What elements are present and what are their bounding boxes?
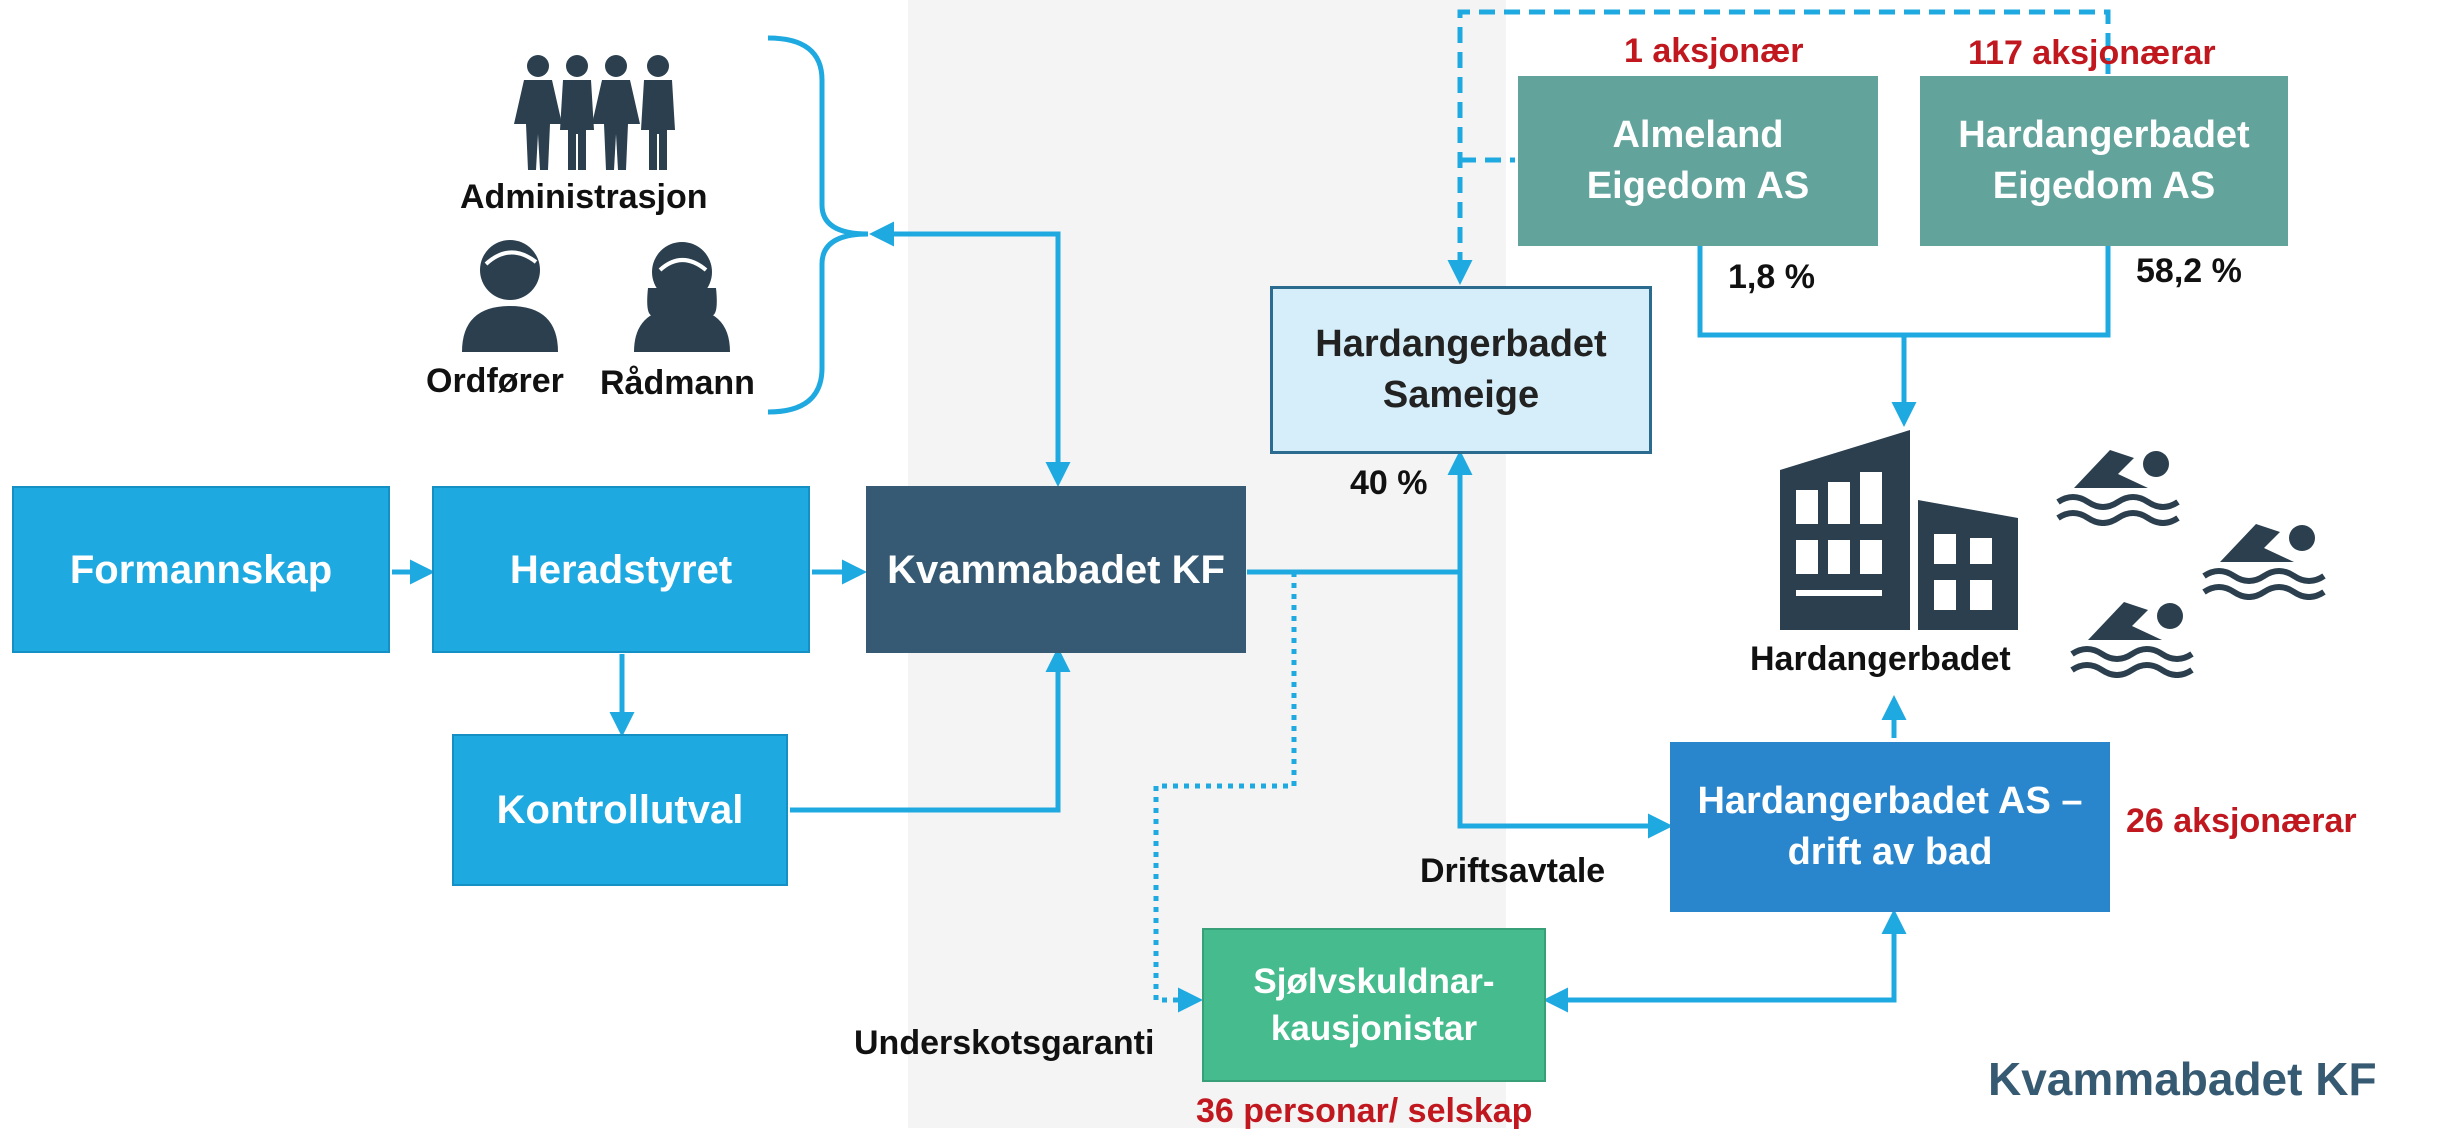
dotted-underskotsgaranti — [1153, 572, 1297, 1013]
almeland-box: Almeland Eigedom AS — [1518, 76, 1878, 246]
kontrollutval-box: Kontrollutval — [452, 734, 788, 886]
swimmer-icon-2 — [2202, 524, 2326, 600]
label-36-personar: 36 personar/ selskap — [1196, 1092, 1533, 1130]
label-hardangerbadet: Hardangerbadet — [1750, 640, 2011, 678]
dashed-aksjonar-sameige — [1447, 9, 2111, 285]
arrow-driftsavtale — [1457, 572, 1673, 839]
group-people-icon — [514, 55, 675, 170]
label-radmann: Rådmann — [600, 364, 755, 402]
drift-box: Hardangerbadet AS – drift av bad — [1670, 742, 2110, 912]
kausjonistar-box: Sjølvskuldnar- kausjonistar — [1202, 928, 1546, 1082]
arrow-kausjonistar-drift — [1543, 909, 1907, 1013]
kvammabadet-kf-box: Kvammabadet KF — [866, 486, 1246, 653]
label-pct-58-2: 58,2 % — [2136, 252, 2242, 290]
label-26-aksjonarar: 26 aksjonærar — [2126, 802, 2357, 840]
label-driftsavtale: Driftsavtale — [1420, 852, 1606, 890]
label-underskotsgaranti: Underskotsgaranti — [854, 1024, 1155, 1062]
label-ordforer: Ordfører — [426, 362, 564, 400]
building-icon — [1780, 430, 2018, 630]
label-1-aksjonar: 1 aksjonær — [1624, 32, 1804, 70]
sameige-box: Hardangerbadet Sameige — [1270, 286, 1652, 454]
label-pct-1-8: 1,8 % — [1728, 258, 1815, 296]
swimmer-icon-1 — [2056, 450, 2180, 526]
ordforer-person-icon — [462, 240, 558, 352]
arrow-kontrollutval-kvammabadet — [790, 647, 1071, 813]
label-administrasjon: Administrasjon — [460, 178, 708, 216]
heradstyret-box: Heradstyret — [432, 486, 810, 653]
arrow-bracket-kvammabadet — [869, 221, 1071, 487]
swimmer-icon-3 — [2070, 602, 2194, 678]
radmann-person-icon — [634, 242, 730, 352]
footer-title: Kvammabadet KF — [1988, 1053, 2377, 1105]
label-pct-40: 40 % — [1350, 464, 1428, 502]
hardangerbadet-eigedom-box: Hardangerbadet Eigedom AS — [1920, 76, 2288, 246]
formannskap-box: Formannskap — [12, 486, 390, 653]
label-117-aksjonarar: 117 aksjonærar — [1968, 34, 2216, 72]
people-bracket — [767, 35, 869, 415]
